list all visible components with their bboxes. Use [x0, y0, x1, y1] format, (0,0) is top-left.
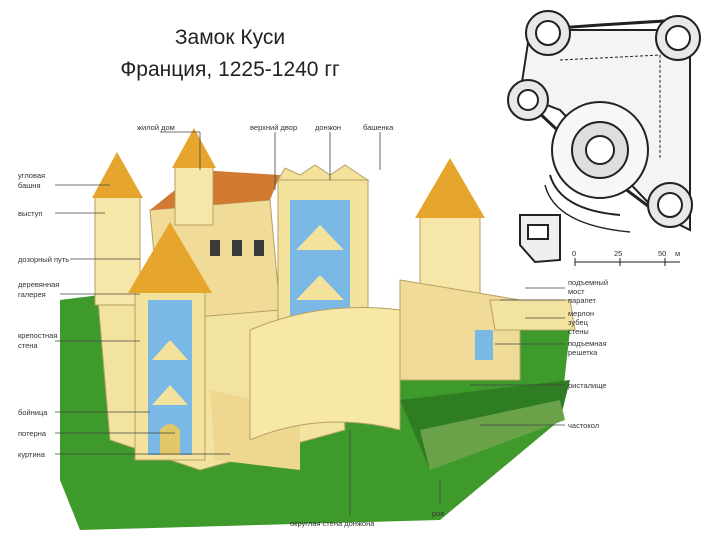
label-group-right: подъемный мост парапет мерлон зубец стен… — [568, 278, 608, 430]
label-wall-tooth-2: стены — [568, 327, 589, 336]
label-palisade: частокол — [568, 421, 599, 430]
title-line-1: Замок Куси — [174, 26, 286, 49]
leader-lines — [55, 131, 565, 515]
label-turret: башенка — [363, 123, 394, 132]
label-group-bottom: ров округлая стена донжона — [290, 509, 444, 528]
label-portcullis-2: решетка — [568, 348, 598, 357]
plan-scale-50: 50 — [658, 249, 666, 258]
label-donjon: донжон — [315, 123, 341, 132]
portcullis — [475, 330, 493, 360]
label-lists: ристалище — [568, 381, 606, 390]
label-living-house: жилой дом — [137, 123, 175, 132]
label-portcullis-1: подъемная — [568, 339, 607, 348]
label-fortress-wall-2: стена — [18, 341, 38, 350]
label-corner-tower-1: угловая — [18, 171, 45, 180]
label-drawbridge-1: подъемный — [568, 278, 608, 287]
label-wall-walk: дозорный путь — [18, 255, 69, 264]
plan-scale-25: 25 — [614, 249, 622, 258]
label-upper-yard: верхний двор — [250, 123, 297, 132]
drawbridge-wall — [489, 299, 576, 331]
corner-tower-left-roof — [92, 152, 143, 198]
castle-cutaway — [60, 128, 576, 530]
label-postern: потерна — [18, 429, 47, 438]
title-line-2: Франция, 1225-1240 гг — [120, 58, 340, 81]
moat — [420, 400, 565, 470]
label-wall-tooth-1: зубец — [568, 318, 589, 327]
label-merlon: мерлон — [568, 309, 594, 318]
label-donjon-round-wall: округлая стена донжона — [290, 519, 375, 528]
plan-scale-unit: м — [675, 249, 680, 258]
corner-tower-right-roof — [415, 158, 485, 218]
label-fortress-wall-1: крепостная — [18, 331, 57, 340]
label-wooden-gallery-1: деревянная — [18, 280, 59, 289]
label-ledge: выступ — [18, 209, 42, 218]
label-group-top: жилой дом верхний двор донжон башенка — [137, 123, 394, 132]
cutaway-tower-roof — [128, 222, 212, 293]
label-moat: ров — [432, 509, 444, 518]
plan-scale-0: 0 — [572, 249, 576, 258]
floor-plan — [507, 10, 701, 266]
label-parapet: парапет — [568, 296, 597, 305]
label-wooden-gallery-2: галерея — [18, 290, 46, 299]
label-loophole: бойница — [18, 408, 48, 417]
label-group-left: угловая башня выступ дозорный путь дерев… — [18, 171, 69, 459]
label-drawbridge-2: мост — [568, 287, 585, 296]
donjon-round-wall — [249, 307, 401, 441]
label-corner-tower-2: башня — [18, 181, 41, 190]
label-curtain: куртина — [18, 450, 46, 459]
